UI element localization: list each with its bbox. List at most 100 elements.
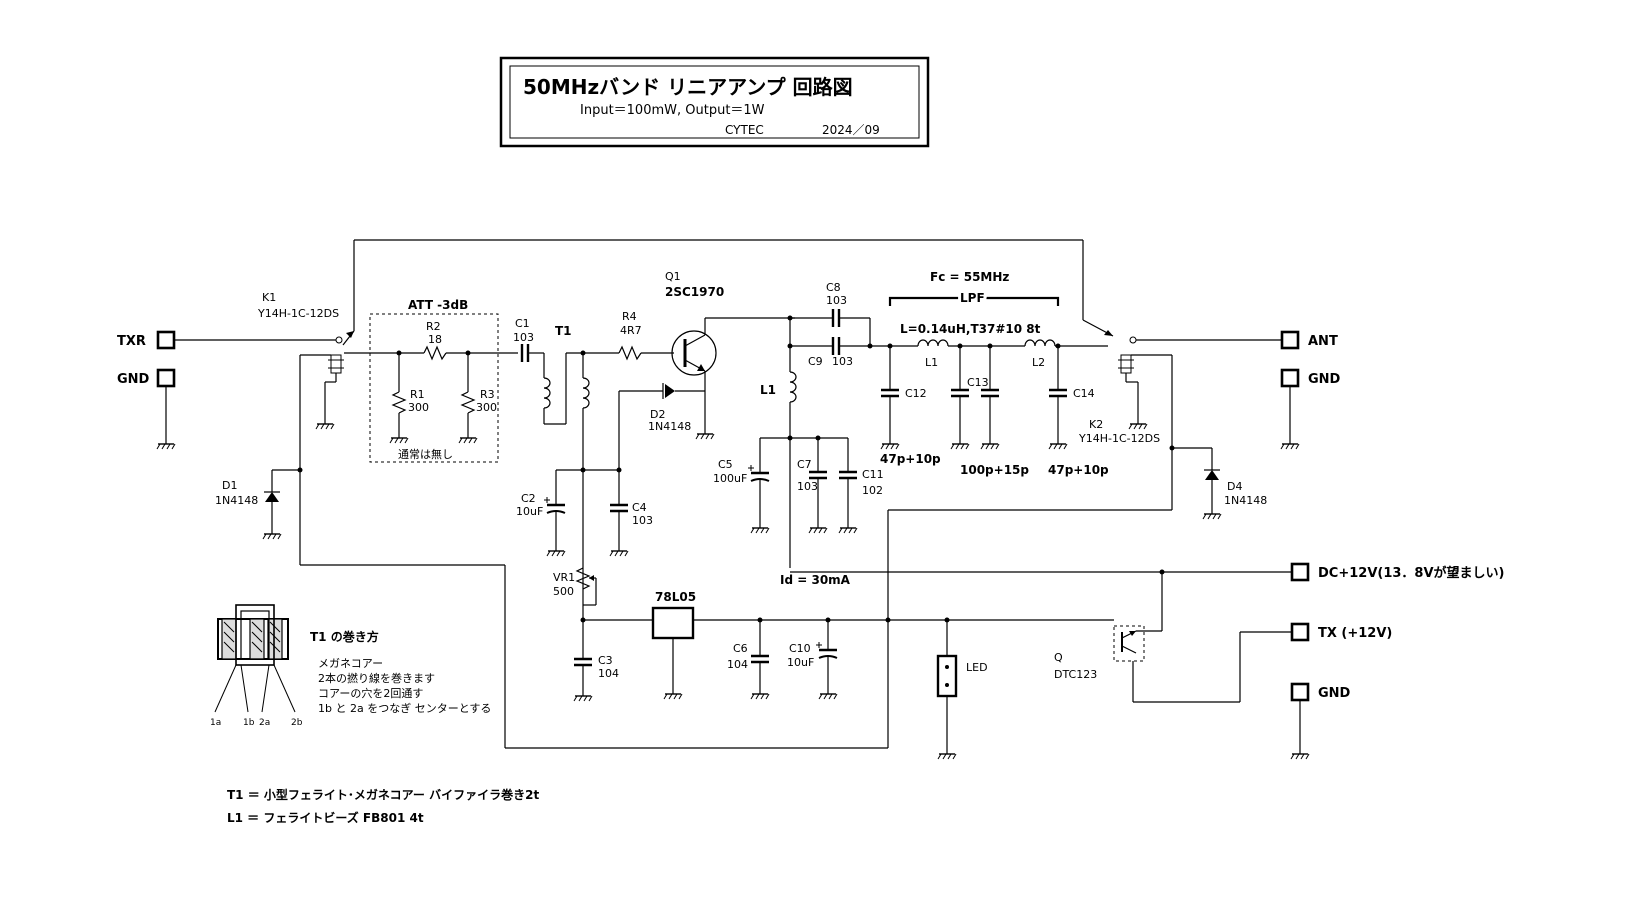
regulator-part: 78L05 — [655, 590, 696, 604]
c7-ref: C7 — [797, 458, 812, 471]
r4-ref: R4 — [622, 310, 637, 323]
c11-value: 102 — [862, 484, 883, 497]
q1-part: 2SC1970 — [665, 285, 724, 299]
footnote-t1: T1 ＝ 小型フェライト･メガネコアー バイファイラ巻き2t — [227, 787, 539, 802]
c9-ref: C9 — [808, 355, 823, 368]
capacitor-c7: C7 103 — [797, 435, 829, 534]
ant-terminal: ANT — [1280, 330, 1338, 350]
capacitor-c1: C1 103 — [513, 317, 544, 364]
c6-ref: C6 — [733, 642, 748, 655]
c7-value: 103 — [797, 480, 818, 493]
c5-value: 100uF — [713, 472, 747, 485]
capacitor-c8-c9: C8 103 C9 103 — [787, 281, 918, 368]
gnd-left-terminal: GND — [117, 368, 176, 450]
transformer-t1: T1 — [543, 324, 619, 620]
c3-value: 104 — [598, 667, 619, 680]
txr-label: TXR — [117, 334, 146, 349]
c10-value: 10uF — [787, 656, 814, 669]
diode-d1: D1 1N4148 — [215, 467, 303, 540]
ant-label: ANT — [1308, 334, 1338, 349]
diagram-title: 50MHzバンド リニアアンプ 回路図 — [523, 75, 853, 99]
diagram-author: CYTEC — [725, 123, 764, 137]
c2-value: 10uF — [516, 505, 543, 518]
r2-ref: R2 — [426, 320, 441, 333]
r1-value: 300 — [408, 401, 429, 414]
k2-ref: K2 — [1089, 418, 1103, 431]
transistor-q1: Q1 2SC1970 — [665, 270, 795, 440]
capacitor-c6: C6 104 — [727, 617, 771, 700]
lpf-fc: Fc = 55MHz — [930, 270, 1009, 284]
q-part: DTC123 — [1054, 668, 1097, 681]
d1-part: 1N4148 — [215, 494, 258, 507]
winding-line-3: コアーの穴を2回通す — [318, 686, 423, 700]
c10-ref: C10 — [789, 642, 811, 655]
diagram-subtitle: Input＝100mW, Output＝1W — [580, 103, 765, 118]
capacitor-c3: C3 104 — [572, 620, 619, 702]
r1-ref: R1 — [410, 388, 425, 401]
relay-k2: K2 Y14H-1C-12DS — [1078, 240, 1282, 445]
capacitor-c5: C5 100uF — [713, 438, 771, 534]
potentiometer-vr1: VR1 500 — [553, 567, 597, 623]
footnote-l1: L1 ＝ フェライトビーズ FB801 4t — [227, 810, 424, 825]
output-choke-l1: L1 — [760, 315, 848, 568]
c8-ref: C8 — [826, 281, 841, 294]
k1-part: Y14H-1C-12DS — [257, 307, 339, 320]
c11-ref: C11 — [862, 468, 884, 481]
led-indicator: LED — [936, 617, 988, 760]
vr1-value: 500 — [553, 585, 574, 598]
d4-part: 1N4148 — [1224, 494, 1267, 507]
diode-d2: D2 1N4148 — [618, 383, 705, 470]
pin-2b: 2b — [291, 718, 303, 728]
gnd-bottom-label: GND — [1318, 686, 1351, 701]
pin-1b: 1b — [243, 718, 255, 728]
capacitor-c11: C11 102 — [837, 438, 884, 534]
c1-value: 103 — [513, 331, 534, 344]
winding-line-1: メガネコアー — [318, 657, 383, 670]
c4-value: 103 — [632, 514, 653, 527]
d4-ref: D4 — [1227, 480, 1242, 493]
k1-ref: K1 — [262, 291, 276, 304]
c3-ref: C3 — [598, 654, 613, 667]
winding-title: T1 の巻き方 — [310, 629, 379, 644]
footnotes: T1 ＝ 小型フェライト･メガネコアー バイファイラ巻き2t L1 ＝ フェライ… — [227, 787, 539, 825]
vr1-ref: VR1 — [553, 571, 575, 584]
c5-ref: C5 — [718, 458, 733, 471]
q-ref: Q — [1054, 651, 1063, 664]
attenuator-section: ATT -3dB R2 18 R1 300 R3 300 通常は無し — [344, 298, 518, 463]
c4-ref: C4 — [632, 501, 647, 514]
capacitor-c10: C10 10uF — [787, 617, 839, 700]
c12-value: 47p+10p — [880, 452, 941, 466]
att-title: ATT -3dB — [408, 298, 468, 312]
c14-ref: C14 — [1073, 387, 1095, 400]
diode-d4: D4 1N4148 — [1169, 445, 1267, 520]
txr-terminal: TXR — [117, 330, 176, 350]
lpf-inductor-note: L=0.14uH,T37#10 8t — [900, 322, 1041, 336]
transistor-q-dtc123: Q DTC123 — [1054, 572, 1163, 702]
r4-value: 4R7 — [620, 324, 642, 337]
r3-value: 300 — [476, 401, 497, 414]
bias-network: C2 10uF C4 103 — [516, 467, 653, 557]
c2-ref: C2 — [521, 492, 536, 505]
q1-ref: Q1 — [665, 270, 681, 283]
d1-ref: D1 — [222, 479, 237, 492]
relay-k1: K1 Y14H-1C-12DS — [257, 239, 1083, 749]
d2-part: 1N4148 — [648, 420, 691, 433]
tx-terminal: TX (+12V) — [1133, 622, 1392, 703]
lpf-l1-ref: L1 — [925, 356, 938, 369]
d2-ref: D2 — [650, 408, 665, 421]
r3-ref: R3 — [480, 388, 495, 401]
c8-value: 103 — [826, 294, 847, 307]
pin-2a: 2a — [259, 718, 270, 728]
k2-part: Y14H-1C-12DS — [1078, 432, 1160, 445]
gnd-bottom-terminal: GND — [1290, 682, 1351, 760]
c13-ref: C13 — [967, 376, 989, 389]
dc-label: DC+12V(13．8Vが望ましい) — [1318, 565, 1504, 581]
resistor-r4: R4 4R7 — [618, 310, 674, 361]
pin-1a: 1a — [210, 718, 221, 728]
regulator-78l05: 78L05 — [583, 590, 1094, 700]
c14-value: 47p+10p — [1048, 463, 1109, 477]
winding-line-2: 2本の撚り線を巻きます — [318, 671, 435, 685]
c12-ref: C12 — [905, 387, 927, 400]
c9-value: 103 — [832, 355, 853, 368]
